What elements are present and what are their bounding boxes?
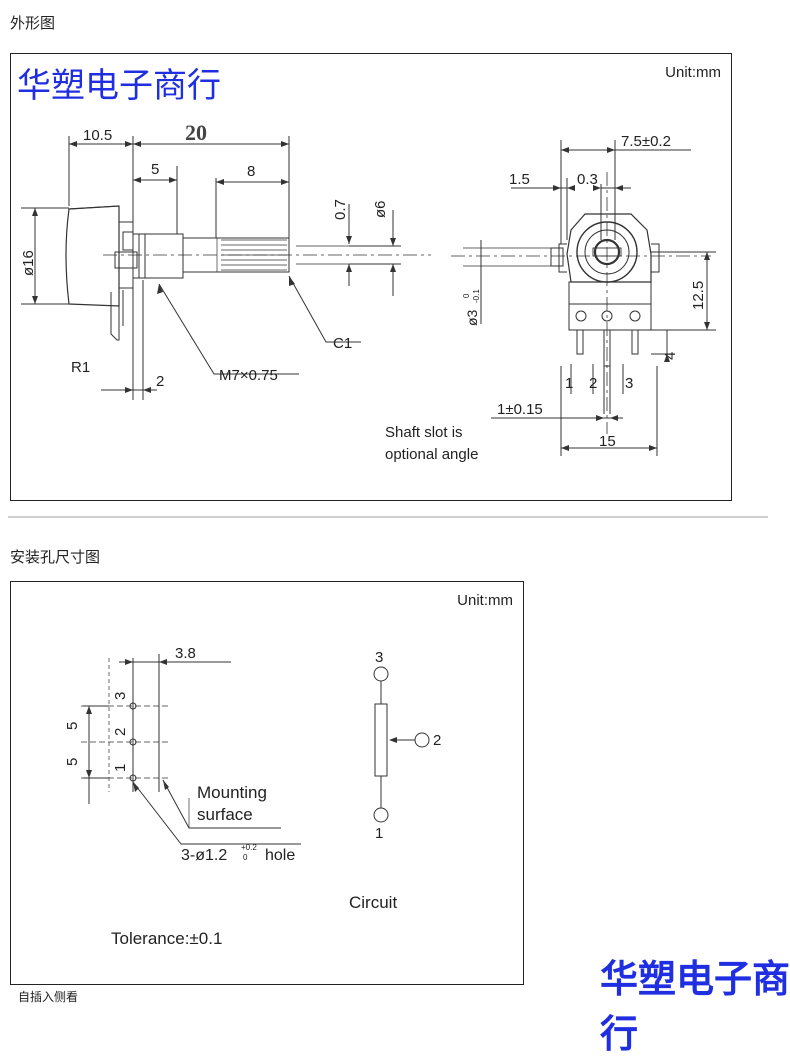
dim-0-3: 0.3 (577, 171, 598, 188)
resistor-symbol (374, 703, 388, 777)
outline-heading: 外形图 (10, 14, 56, 32)
unit-label-outline: Unit:mm (665, 64, 721, 81)
terminal-block (568, 303, 652, 331)
hole-label-2: 2 (112, 728, 129, 736)
outline-drawing-panel: 华塑电子商行 (10, 53, 732, 501)
hole-spec-word: hole (265, 847, 295, 864)
dim-3-8: 3.8 (175, 645, 196, 662)
circuit-label: Circuit (349, 893, 397, 912)
dim-2: 2 (156, 373, 164, 390)
tolerance-note: Tolerance:±0.1 (111, 929, 222, 948)
pin-label-3: 3 (625, 375, 633, 392)
pot-body-front (566, 213, 652, 283)
mounting-surface-line2: surface (197, 805, 253, 824)
note-shaft-slot-line2: optional angle (385, 446, 478, 463)
pot-body-side (65, 205, 120, 307)
dim-12-5: 12.5 (690, 281, 707, 310)
terminal-leads (110, 292, 120, 341)
footnote: 自插入侧看 (18, 990, 79, 1004)
dim-pitch-upper: 5 (64, 722, 81, 730)
brand-logo: 华塑电子商行 (17, 66, 221, 106)
dim-diameter-16: ø16 (20, 250, 37, 276)
mounting-heading: 安装孔尺寸图 (10, 548, 101, 566)
pin-label-2: 2 (589, 375, 597, 392)
hole-spec-tol-bottom: 0 (243, 853, 248, 862)
unit-label-mounting: Unit:mm (457, 592, 513, 609)
pin-label-1: 1 (565, 375, 573, 392)
dim-20: 20 (185, 120, 207, 145)
hole-spec-tol-top: +0.2 (241, 843, 257, 852)
circuit-pin-label-2: 2 (433, 732, 441, 749)
dim-8: 8 (247, 163, 255, 180)
dim-diameter-6: ø6 (372, 200, 389, 218)
dim-0-7: 0.7 (332, 199, 349, 220)
note-shaft-slot-line1: Shaft slot is (385, 424, 463, 441)
hole-label-1: 1 (112, 764, 129, 772)
dim-1-5: 1.5 (509, 171, 530, 188)
mounting-hole-drawing: 3.8 5 5 3 2 1 Mounting surface 3-ø1.2 +0… (64, 645, 441, 948)
dim-diameter-3-tol-bottom: -0.1 (472, 289, 481, 303)
circuit-pin-label-3: 3 (375, 649, 383, 666)
label-c1: C1 (333, 335, 352, 352)
dim-diameter-3: ø3 (464, 309, 480, 326)
hole-spec: 3-ø1.2 (181, 847, 227, 864)
label-r1: R1 (71, 359, 90, 376)
dim-4: 4 (662, 352, 679, 360)
dim-1-tol: 1±0.15 (497, 401, 543, 418)
mounting-surface-line1: Mounting (197, 783, 267, 802)
dim-7-5: 7.5±0.2 (621, 133, 671, 150)
dim-diameter-3-tol-top: 0 (462, 293, 471, 298)
circuit-pin-label-1: 1 (375, 825, 383, 842)
bushing (132, 233, 184, 279)
dim-15: 15 (599, 433, 616, 450)
dim-pitch-lower: 5 (64, 758, 81, 766)
hole-label-3: 3 (112, 692, 129, 700)
dim-10-5: 10.5 (83, 127, 112, 144)
dim-5: 5 (151, 161, 159, 178)
label-thread: M7×0.75 (219, 367, 278, 384)
mounting-hole-panel: Unit:mm (10, 581, 524, 985)
outline-drawing: 10.5 20 5 8 0.7 ø6 ø16 R1 2 M7×0.75 C1 (20, 120, 716, 463)
brand-watermark: 华塑电子商行 (600, 956, 790, 1056)
section-separator (8, 516, 768, 518)
